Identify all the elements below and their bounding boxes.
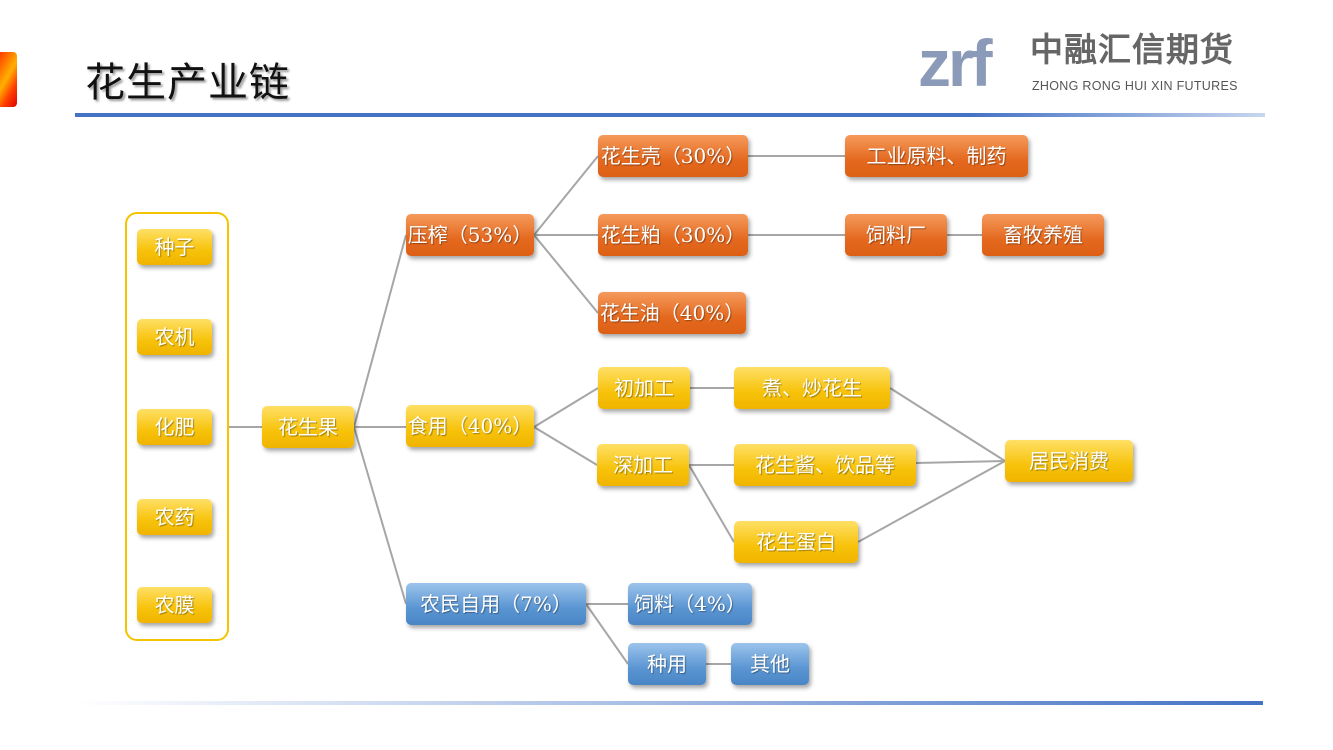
node-press: 压榨（53%） [406,214,534,256]
link [533,387,599,428]
node-film: 农膜 [137,587,212,623]
accent-bar [0,52,17,107]
node-other: 其他 [731,643,809,685]
link [533,155,599,236]
node-roasted: 煮、炒花生 [734,367,890,409]
node-peanut: 花生果 [262,406,354,448]
logo-en: ZHONG RONG HUI XIN FUTURES [1032,79,1238,93]
node-shell: 花生壳（30%） [598,135,748,177]
link [353,426,407,605]
link [353,234,407,428]
logo-mark: zrf [918,28,993,98]
node-feedmill: 饲料厂 [845,214,947,256]
footer-divider [75,701,1263,705]
node-protein: 花生蛋白 [734,521,858,563]
page-title: 花生产业链 [85,60,290,106]
node-food: 食用（40%） [406,405,534,447]
node-meal: 花生粕（30%） [598,214,748,256]
title-divider [75,113,1265,117]
node-butter: 花生酱、饮品等 [734,444,916,486]
node-seed-input: 种子 [137,229,212,265]
inputs-group [125,212,229,641]
company-logo: zrf 中融汇信期货 ZHONG RONG HUI XIN FUTURES [918,24,1248,100]
node-farmer: 农民自用（7%） [406,583,586,625]
node-seed-use: 种用 [628,643,706,685]
link [915,460,1006,464]
node-primary: 初加工 [598,367,690,409]
node-machinery: 农机 [137,319,212,355]
link [533,426,598,466]
node-fertilizer: 化肥 [137,409,212,445]
logo-cn: 中融汇信期货 [1030,30,1234,69]
node-livestock: 畜牧养殖 [982,214,1104,256]
link [533,234,599,314]
node-deep: 深加工 [597,444,689,486]
link [857,460,1006,543]
node-industry: 工业原料、制药 [845,135,1028,177]
link [889,387,1006,462]
node-feed: 饲料（4%） [628,583,752,625]
link [688,464,735,543]
node-pesticide: 农药 [137,499,212,535]
node-consumer: 居民消费 [1005,440,1133,482]
node-oil: 花生油（40%） [598,292,746,334]
link [585,603,629,665]
